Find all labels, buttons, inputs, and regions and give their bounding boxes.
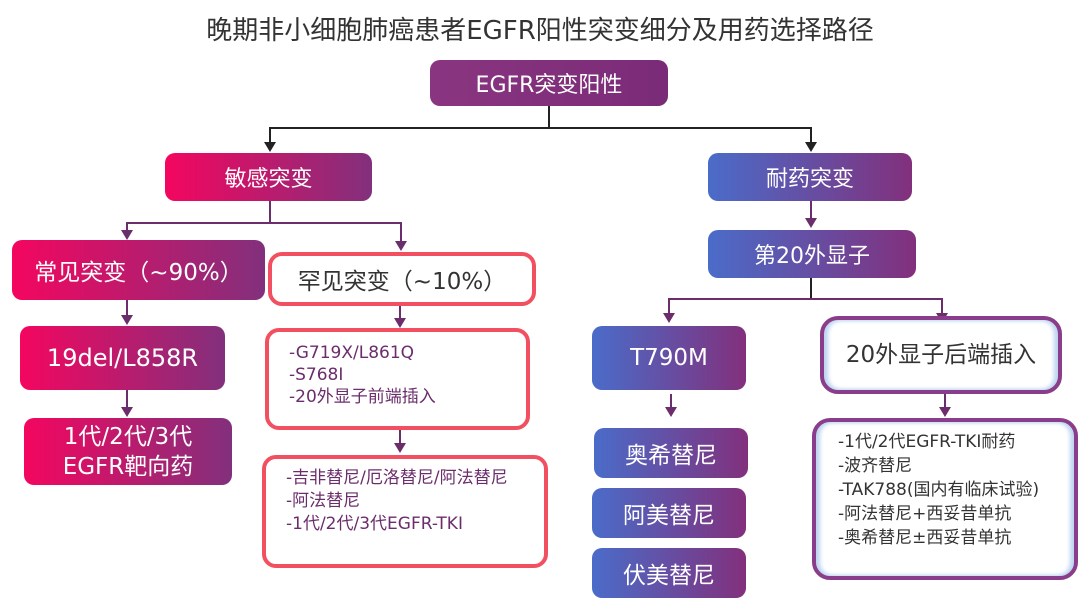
- drug-furmonertinib: 伏美替尼: [592, 548, 746, 598]
- connector: [399, 306, 401, 320]
- node-resistant: 耐药突变: [708, 153, 912, 201]
- mutation-item: -20外显子前端插入: [289, 387, 436, 407]
- node-exon20: 第20外显子: [708, 230, 916, 278]
- arrow-icon: [805, 142, 817, 152]
- connector: [126, 222, 402, 224]
- arrow-icon: [394, 443, 406, 453]
- connector: [810, 127, 812, 143]
- connector: [126, 300, 128, 316]
- node-rare-mutation-types: -G719X/L861Q -S768I -20外显子前端插入: [265, 328, 530, 430]
- node-19del-l858r: 19del/L858R: [20, 326, 225, 390]
- arrow-icon: [394, 318, 406, 328]
- treatment-line: EGFR靶向药: [62, 453, 194, 480]
- node-common-mutation: 常见突变（~90%）: [12, 240, 265, 300]
- drug-osimertinib: 奥希替尼: [594, 428, 748, 478]
- arrow-icon: [121, 230, 133, 240]
- connector: [810, 201, 812, 219]
- arrow-icon: [121, 315, 133, 325]
- treatment-item: -1代/2代/3代EGFR-TKI: [286, 514, 463, 534]
- drug-almonertinib: 阿美替尼: [592, 488, 746, 538]
- arrow-icon: [121, 407, 133, 417]
- node-exon20-insertion: 20外显子后端插入: [820, 316, 1062, 394]
- connector: [126, 390, 128, 408]
- connector: [269, 127, 271, 143]
- arrow-icon: [805, 218, 817, 228]
- node-rare-treatments: -吉非替尼/厄洛替尼/阿法替尼 -阿法替尼 -1代/2代/3代EGFR-TKI: [262, 455, 548, 568]
- connector: [400, 222, 402, 242]
- arrow-icon: [665, 407, 677, 417]
- connector: [810, 278, 812, 298]
- connector: [126, 222, 128, 232]
- connector: [548, 106, 550, 128]
- arrow-icon: [264, 142, 276, 152]
- connector: [668, 298, 943, 300]
- node-egfr-targeted-drugs: 1代/2代/3代 EGFR靶向药: [24, 418, 232, 485]
- arrow-icon: [395, 241, 407, 251]
- treatment-item: -吉非替尼/厄洛替尼/阿法替尼: [286, 468, 508, 488]
- arrow-icon: [663, 313, 675, 323]
- mutation-item: -G719X/L861Q: [289, 343, 415, 363]
- treatment-item: -TAK788(国内有临床试验): [838, 480, 1040, 500]
- connector: [941, 298, 943, 314]
- diagram-title: 晚期非小细胞肺癌患者EGFR阳性突变细分及用药选择路径: [206, 16, 874, 46]
- connector: [269, 127, 812, 129]
- node-t790m: T790M: [592, 326, 746, 390]
- connector: [668, 298, 670, 314]
- node-egfr-positive: EGFR突变阳性: [430, 60, 668, 106]
- connector: [269, 201, 271, 223]
- treatment-item: -1代/2代EGFR-TKI耐药: [838, 432, 1016, 452]
- mutation-item: -S768I: [289, 365, 344, 385]
- treatment-item: -波齐替尼: [838, 456, 913, 476]
- arrow-icon: [939, 407, 951, 417]
- treatment-item: -阿法替尼: [286, 491, 361, 511]
- treatment-item: -奥希替尼±西妥昔单抗: [838, 528, 1012, 548]
- connector: [670, 394, 672, 408]
- node-sensitive: 敏感突变: [165, 153, 372, 201]
- connector: [944, 394, 946, 408]
- connector: [399, 430, 401, 444]
- node-rare-mutation: 罕见突变（~10%）: [268, 252, 536, 306]
- treatment-item: -阿法替尼+西妥昔单抗: [838, 504, 1012, 524]
- treatment-line: 1代/2代/3代: [63, 423, 193, 450]
- node-insertion-treatments: -1代/2代EGFR-TKI耐药 -波齐替尼 -TAK788(国内有临床试验) …: [812, 418, 1078, 580]
